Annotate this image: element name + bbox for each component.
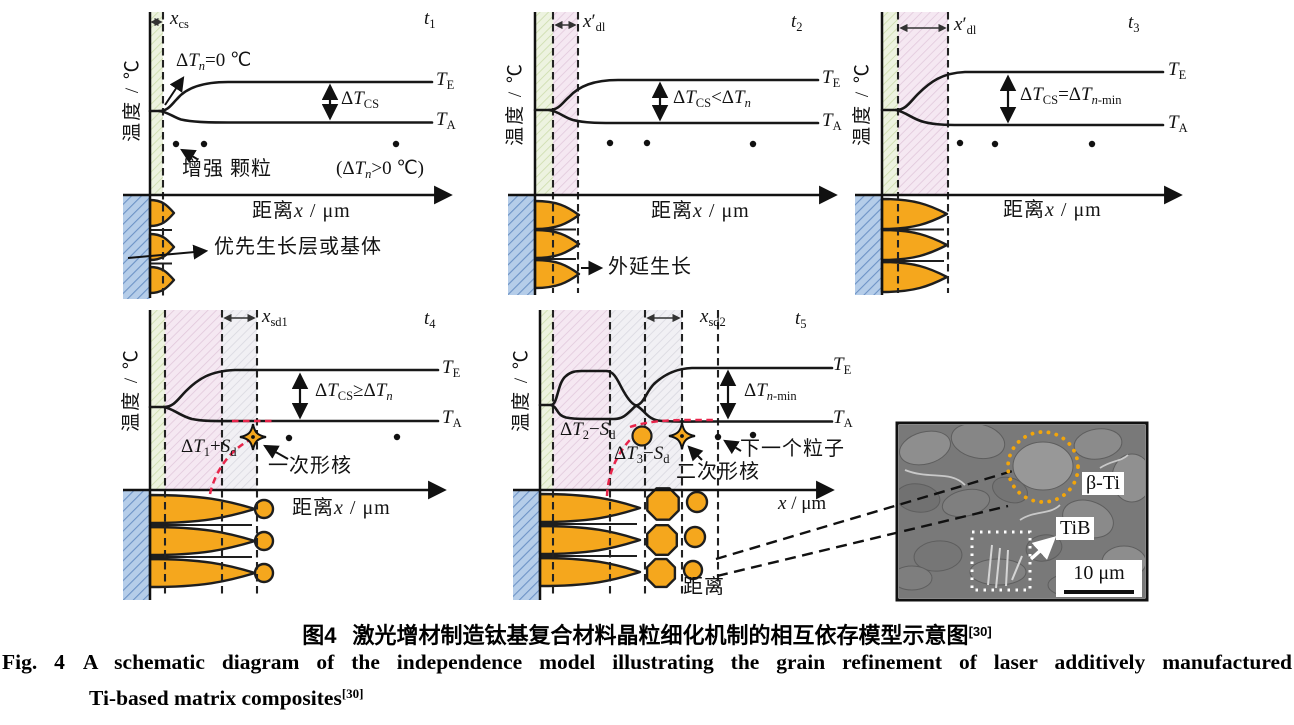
t5-time-label: t5	[795, 308, 807, 331]
caption-cn-reference: [30]	[968, 624, 992, 639]
t2-te-label: TE	[822, 67, 841, 90]
t1-particles-label: 增强 颗粒	[182, 158, 272, 180]
tib-label: TiB	[1056, 517, 1095, 540]
particle-dots	[172, 139, 1096, 442]
t5-distance-label: 距离	[683, 576, 725, 598]
caption-en-fig-number: Fig. 4	[2, 650, 65, 674]
sem-scale-bar: 10 μm	[1056, 560, 1142, 597]
t2-delta-comparison-label: ΔTCS<ΔTn	[673, 87, 751, 110]
t2-time-label: t2	[791, 11, 803, 34]
t1-band-width-label: xcs	[170, 8, 189, 31]
t5-te-label: TE	[833, 354, 852, 377]
sem-scale-bar-line	[1064, 590, 1134, 594]
annotation-arrows	[127, 76, 742, 462]
t3-delta-comparison-label: ΔTCS=ΔTn-min	[1020, 84, 1122, 107]
substrate-blocks	[123, 195, 882, 600]
t2-ta-label: TA	[822, 110, 842, 133]
caption-cn-fig-number: 图4	[302, 623, 337, 648]
t1-time-label: t1	[424, 8, 436, 31]
t3-ta-label: TA	[1168, 112, 1188, 135]
primary-nucleation-star-icon	[239, 423, 267, 451]
t2-x-axis-label: 距离x / μm	[651, 200, 750, 222]
t1-te-label: TE	[436, 69, 455, 92]
t2-epitaxial-label: 外延生长	[608, 256, 692, 278]
t4-nucleation-sum-label: ΔT1+Sd	[181, 436, 237, 459]
t5-ta-label: TA	[833, 407, 853, 430]
caption-en-text-line1: A schematic diagram of the independence …	[82, 650, 1293, 674]
t5-next-particle-label: 下一个粒子	[740, 438, 845, 460]
axes	[123, 12, 1183, 600]
nucleation-red-dashed-paths	[208, 418, 716, 497]
caption-cn-text: 激光增材制造钛基复合材料晶粒细化机制的相互依存模型示意图	[352, 623, 969, 648]
t4-y-axis-label: 温度 / ℃	[121, 348, 142, 432]
caption-en-text-line2: Ti-based matrix composites	[89, 686, 342, 710]
t3-te-label: TE	[1168, 59, 1187, 82]
caption-chinese: 图4 激光增材制造钛基复合材料晶粒细化机制的相互依存模型示意图[30]	[0, 618, 1294, 650]
t5-secondary-nucleation-label: 二次形核	[676, 461, 760, 483]
t5-band-width-label: xsd2	[700, 306, 726, 329]
caption-en-reference: [30]	[341, 686, 364, 701]
t4-te-label: TE	[442, 357, 461, 380]
t2-band-width-label: x′dl	[583, 11, 606, 34]
t5-sum2-label: ΔT2−Sd	[560, 419, 616, 442]
beta-ti-dotted-circle	[1006, 430, 1080, 504]
band-width-arrows	[150, 17, 947, 323]
t5-sum3-label: ΔT3−Sd	[614, 443, 670, 466]
t4-ta-label: TA	[442, 407, 462, 430]
t5-y-axis-label: 温度 / ℃	[511, 348, 532, 432]
t1-x-axis-label: 距离x / μm	[252, 200, 351, 222]
t3-y-axis-label: 温度 / ℃	[852, 62, 873, 146]
t1-paren-note: (ΔTn>0 ℃)	[336, 158, 425, 181]
secondary-nucleation-star-icon	[668, 422, 696, 450]
tib-dotted-square	[970, 530, 1032, 592]
t1-growth-layer-label: 优先生长层或基体	[214, 236, 382, 258]
caption-english-line2: Ti-based matrix composites[30]	[89, 686, 364, 711]
t4-x-axis-label: 距离x / μm	[292, 497, 391, 519]
engulfed-particle-circle	[631, 425, 653, 447]
caption-english-line1: Fig. 4 A schematic diagram of the indepen…	[2, 650, 1292, 675]
t4-delta-comparison-label: ΔTCS≥ΔTn	[315, 380, 393, 403]
t5-delta-min-label: ΔTn-min	[744, 380, 797, 403]
t3-x-axis-label: 距离x / μm	[1003, 199, 1102, 221]
beta-ti-label: β-Ti	[1082, 472, 1124, 495]
boundary-dashed-lines	[161, 12, 950, 597]
sem-scale-label: 10 μm	[1073, 562, 1125, 584]
t2-y-axis-label: 温度 / ℃	[505, 62, 526, 146]
t1-y-axis-label: 温度 / ℃	[122, 58, 143, 142]
grain-row-lines	[150, 228, 944, 558]
sem-leader-lines	[715, 468, 1017, 578]
tib-pointer-arrow	[1029, 536, 1057, 561]
temperature-curves	[148, 70, 1165, 423]
t4-time-label: t4	[424, 308, 436, 331]
t4-primary-nucleation-label: 一次形核	[268, 455, 352, 477]
undercooling-range-arrows	[291, 74, 1017, 420]
t5-x-axis-label: x / μm	[778, 493, 827, 514]
t1-ta-label: TA	[436, 109, 456, 132]
t4-band-width-label: xsd1	[262, 306, 288, 329]
t3-band-width-label: x′dl	[954, 14, 977, 37]
t1-undercooling-note: ΔTn=0 ℃	[176, 50, 252, 73]
t3-time-label: t3	[1128, 12, 1140, 35]
t1-delta-tcs-label: ΔTCS	[341, 88, 380, 111]
